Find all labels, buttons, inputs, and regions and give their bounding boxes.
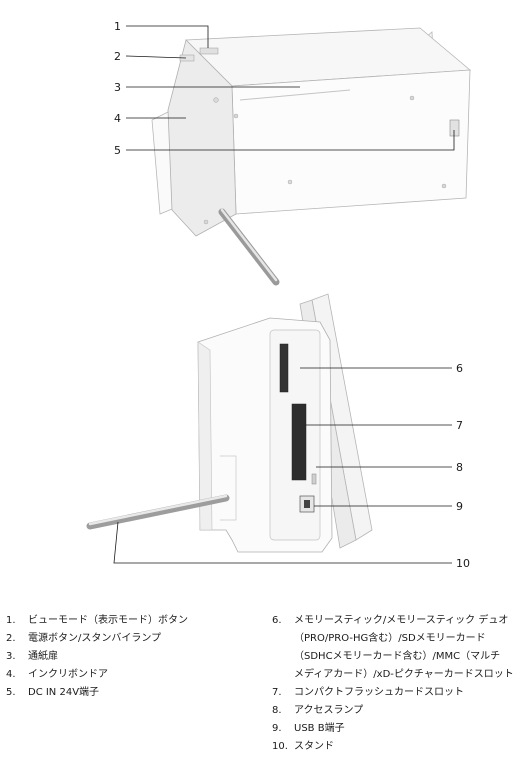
legend-item-1: 1. ビューモード（表示モード）ボタン	[6, 612, 246, 630]
legend-number: 6.	[272, 615, 282, 626]
leader-2	[125, 55, 187, 59]
legend-text: USB B端子	[294, 723, 345, 734]
legend-item-3: 3. 通紙扉	[6, 648, 246, 666]
legend-number: 8.	[272, 705, 282, 716]
legend-text: スタンド	[294, 741, 334, 752]
legend-text: アクセスランプ	[294, 705, 364, 716]
callout-5: 5	[114, 144, 121, 157]
callouts: 1 2 3 4 5 6 7 8 9 10	[113, 20, 470, 570]
legend-item-10: 10. スタンド	[272, 738, 518, 756]
legend-item-6: 6. メモリースティック/メモリースティック デュオ	[272, 612, 518, 630]
legend-number: 1.	[6, 615, 16, 626]
legend-text: 通紙扉	[28, 651, 58, 662]
legend-text: ビューモード（表示モード）ボタン	[28, 615, 188, 626]
legend-number: 7.	[272, 687, 282, 698]
legend-item-9: 9. USB B端子	[272, 720, 518, 738]
legend-column-right: 6. メモリースティック/メモリースティック デュオ （PRO/PRO-HG含む…	[272, 612, 518, 756]
printer-back-view	[151, 27, 472, 286]
legend-item-7: 7. コンパクトフラッシュカードスロット	[272, 684, 518, 702]
leader-1	[126, 25, 209, 48]
legend-item-5: 5. DC IN 24V端子	[6, 684, 246, 702]
legend-text: コンパクトフラッシュカードスロット	[294, 687, 464, 698]
callout-8: 8	[456, 461, 463, 474]
callout-4: 4	[114, 112, 121, 125]
leader-10	[113, 521, 452, 564]
legend-column-left: 1. ビューモード（表示モード）ボタン 2. 電源ボタン/スタンバイランプ 3.…	[6, 612, 246, 702]
legend-number: 9.	[272, 723, 282, 734]
legend-text: 電源ボタン/スタンバイランプ	[28, 633, 162, 644]
legend-text-continued: （SDHCメモリーカード含む）/MMC（マルチ	[294, 651, 501, 662]
legend-text-continued: （PRO/PRO-HG含む）/SDメモリーカード	[294, 633, 486, 644]
callout-7: 7	[456, 419, 463, 432]
callout-1: 1	[114, 20, 121, 33]
legend-number: 4.	[6, 669, 16, 680]
legend-text-continued: メディアカード）/xD-ピクチャーカードスロット	[294, 669, 514, 680]
printer-side-view	[86, 293, 373, 553]
legend-item-8: 8. アクセスランプ	[272, 702, 518, 720]
callout-2: 2	[114, 50, 121, 63]
legend-item-2: 2. 電源ボタン/スタンバイランプ	[6, 630, 246, 648]
legend-text: インクリボンドア	[28, 669, 108, 680]
parts-legend: 1. ビューモード（表示モード）ボタン 2. 電源ボタン/スタンバイランプ 3.…	[0, 612, 520, 760]
legend-number: 5.	[6, 687, 16, 698]
legend-text: メモリースティック/メモリースティック デュオ	[294, 615, 509, 626]
callout-6: 6	[456, 362, 463, 375]
legend-number: 10.	[272, 741, 288, 752]
leader-5	[126, 130, 455, 151]
legend-text: DC IN 24V端子	[28, 687, 100, 698]
product-diagram: 1 2 3 4 5 6 7 8 9 10	[86, 20, 472, 570]
callout-3: 3	[114, 81, 121, 94]
legend-number: 2.	[6, 633, 16, 644]
legend-item-4: 4. インクリボンドア	[6, 666, 246, 684]
legend-number: 3.	[6, 651, 16, 662]
callout-9: 9	[456, 500, 463, 513]
callout-10: 10	[456, 557, 470, 570]
